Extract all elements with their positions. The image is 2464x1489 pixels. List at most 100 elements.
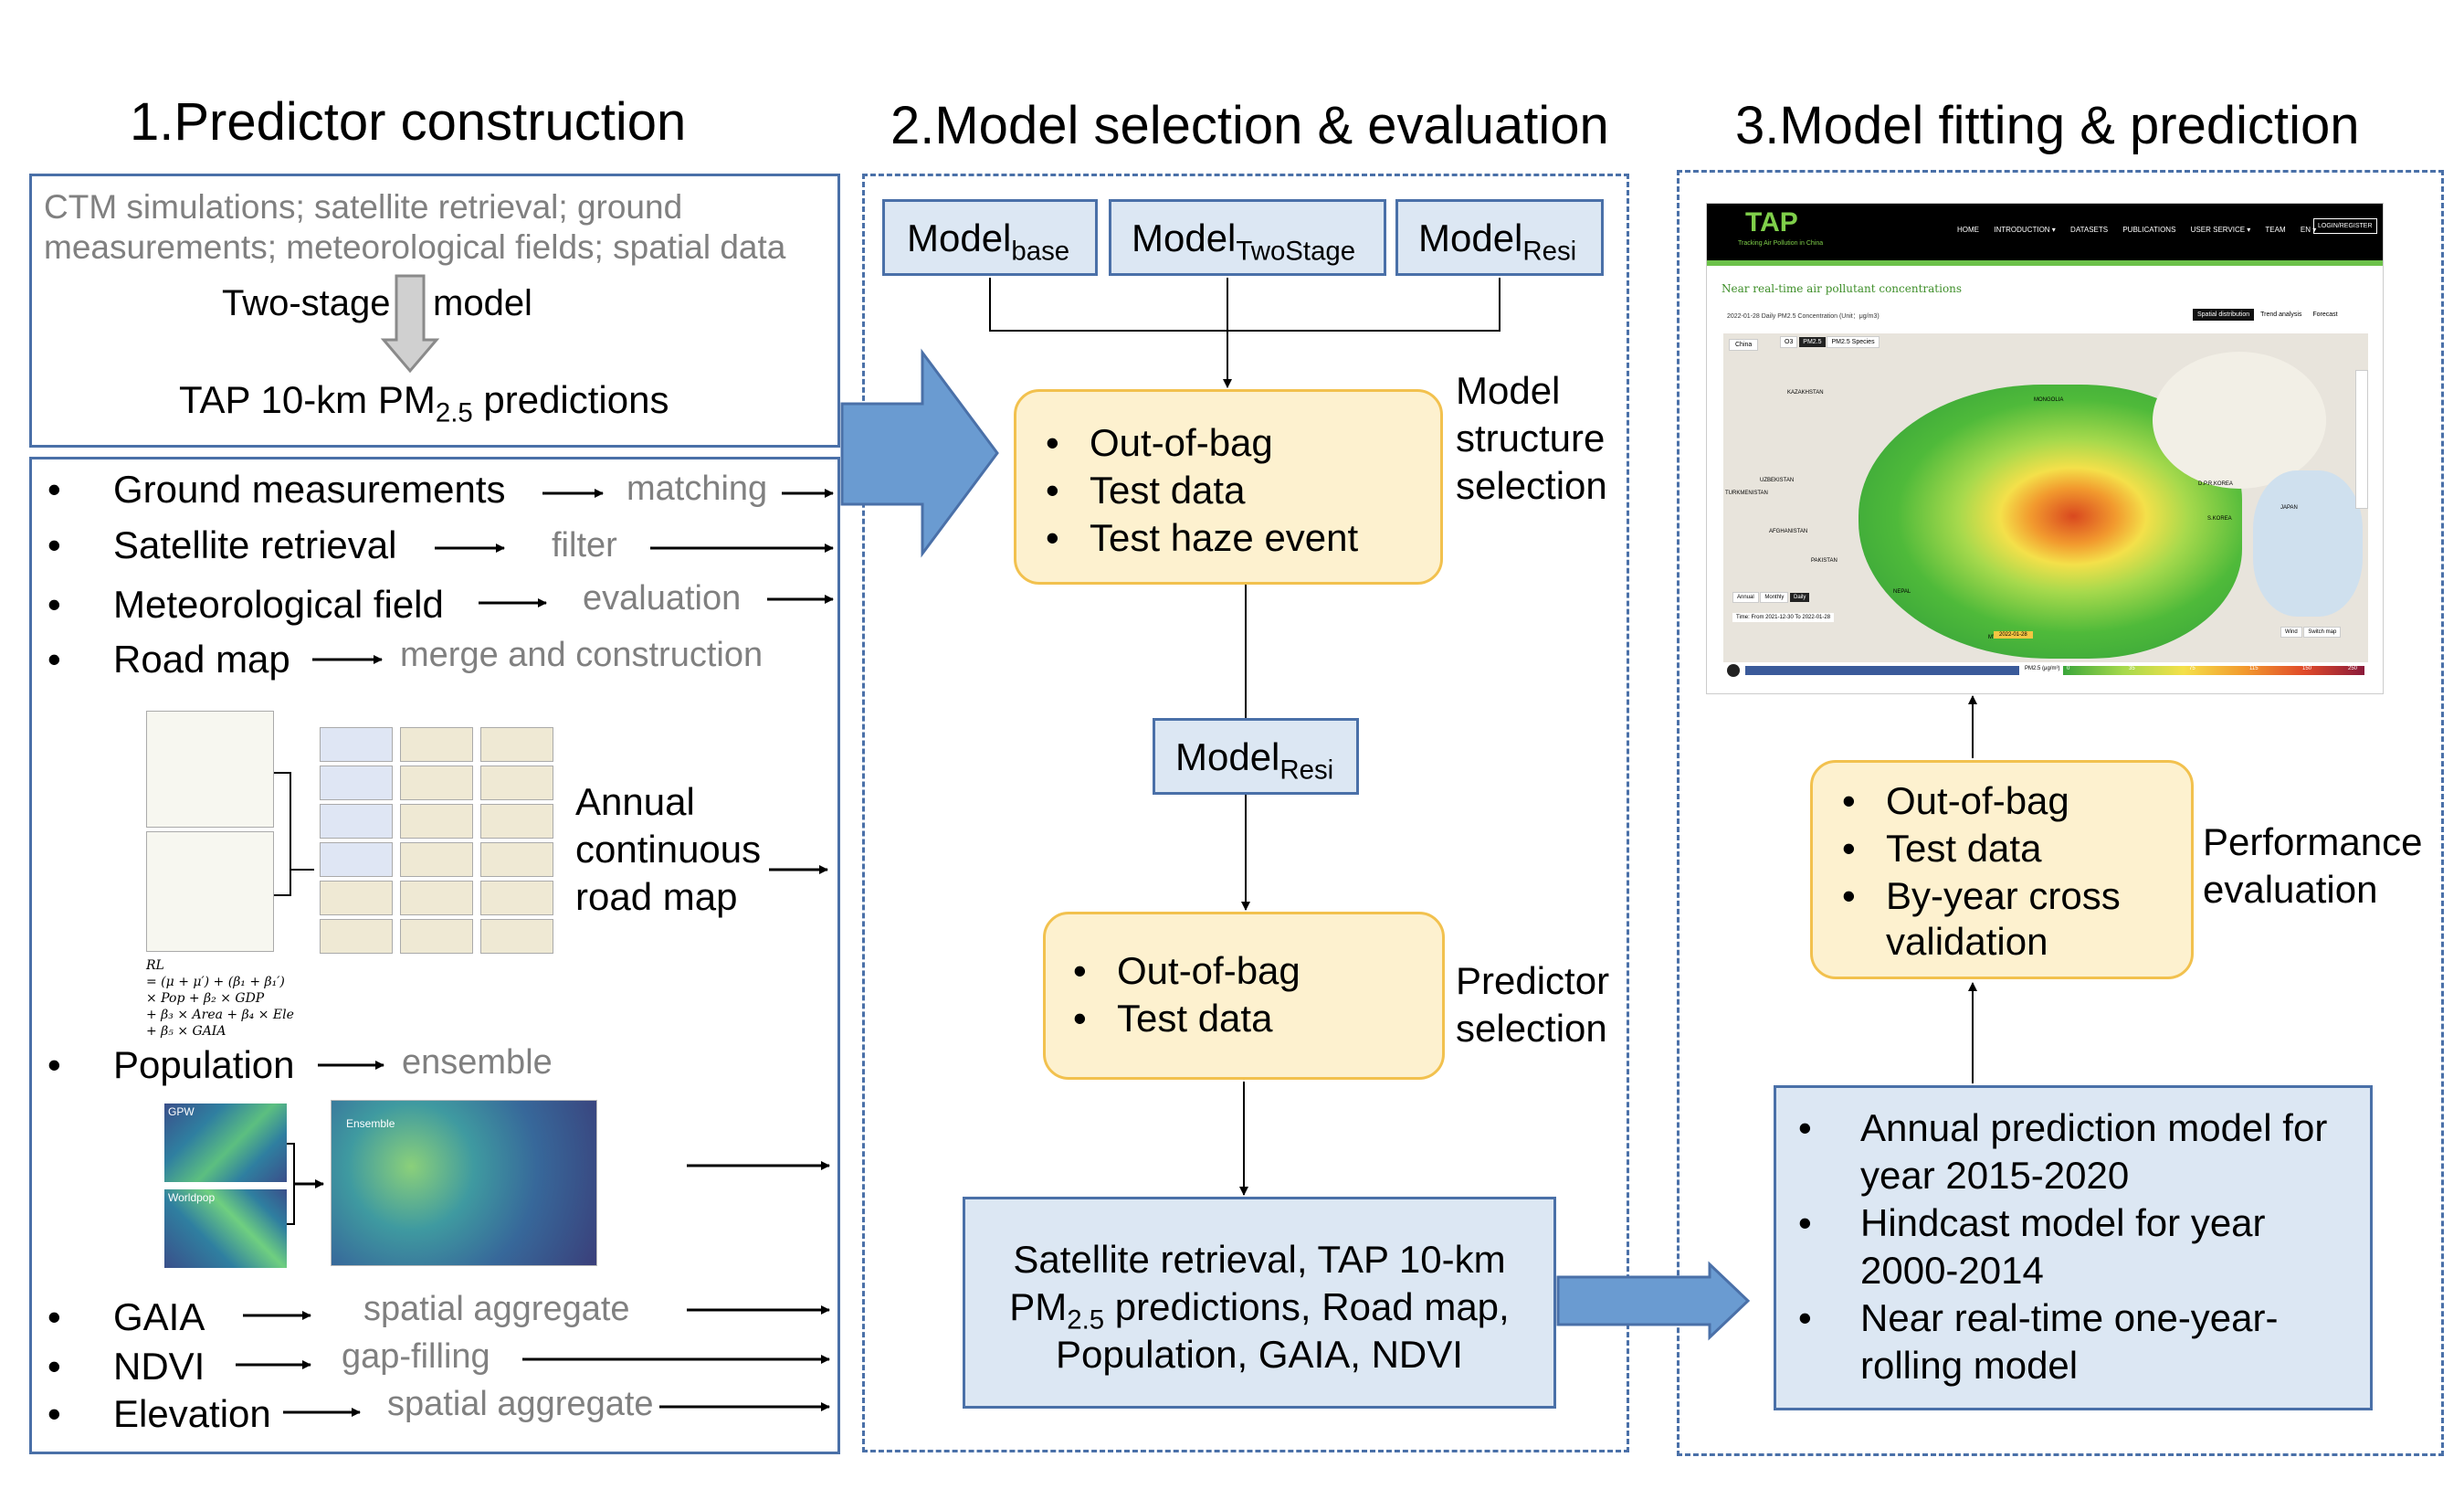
data-sources-line2: measurements; meteorological fields; spa… — [44, 228, 786, 266]
road-map-bracket — [274, 772, 314, 896]
place-label: NEPAL — [1893, 589, 1911, 595]
road-map-year-thumbnail — [480, 919, 553, 954]
tab-forecast[interactable]: Forecast — [2312, 312, 2338, 318]
road-map-year-thumbnail — [480, 766, 553, 800]
place-label: S.KOREA — [2207, 516, 2232, 522]
item-meteorological-field: Meteorological field — [113, 583, 444, 626]
color-legend — [2063, 666, 2364, 675]
model-structure-selection-label: Model structure selection — [1456, 369, 1607, 507]
pollutant-select: O3 PM2.5 PM2.5 Species — [1780, 336, 1880, 348]
zoom-slider[interactable] — [2355, 370, 2368, 509]
bullet: • — [47, 1345, 61, 1388]
road-map-thumbnail-b — [146, 831, 274, 952]
place-label: AFGHANISTAN — [1769, 529, 1808, 534]
list-item: By-year cross — [1824, 872, 2121, 920]
road-map-year-thumbnail — [400, 881, 473, 915]
item-elevation: Elevation — [113, 1392, 271, 1435]
performance-evaluation-label: Performance evaluation — [2203, 820, 2423, 911]
region-select[interactable]: China — [1729, 339, 1759, 351]
item-ndvi: NDVI — [113, 1345, 205, 1388]
heading-model-selection: 2.Model selection & evaluation — [890, 96, 1609, 155]
list-item: Test data — [1027, 467, 1358, 514]
road-map-thumbnail-a — [146, 711, 274, 828]
item-ground-measurements: Ground measurements — [113, 468, 506, 511]
road-map-year-thumbnail — [480, 842, 553, 877]
section-title: Near real-time air pollutant concentrati… — [1722, 282, 1963, 295]
nav-item[interactable]: USER SERVICE ▾ — [2190, 226, 2251, 234]
population-gpw-map: GPW — [164, 1104, 287, 1182]
road-map-year-thumbnail — [320, 766, 393, 800]
sea-area — [2253, 470, 2363, 617]
structure-evaluation-box: Out-of-bag Test data Test haze event — [1014, 389, 1443, 585]
item-population: Population — [113, 1043, 295, 1086]
road-map-year-thumbnail — [320, 842, 393, 877]
nav-item[interactable]: INTRODUCTION ▾ — [1994, 226, 2056, 234]
nav-item[interactable]: DATASETS — [2070, 226, 2109, 234]
site-nav: HOME INTRODUCTION ▾ DATASETS PUBLICATION… — [1957, 226, 2316, 234]
predictor-evaluation-box: Out-of-bag Test data — [1043, 912, 1445, 1080]
pm25-map[interactable]: China O3 PM2.5 PM2.5 Species KAZAKHSTAN … — [1723, 333, 2368, 681]
tab-trend-analysis[interactable]: Trend analysis — [2260, 312, 2302, 318]
tab-spatial-distribution[interactable]: Spatial distribution — [2193, 309, 2255, 321]
item-road-map: Road map — [113, 638, 290, 681]
road-map-formula: RL = (μ + μ′) + (β₁ + β₁′) × Pop + β₂ × … — [146, 958, 294, 1039]
model-resi-selected-box: ModelResi — [1153, 718, 1359, 795]
place-label: D.P.R.KOREA — [2198, 481, 2233, 487]
nav-item[interactable]: PUBLICATIONS — [2122, 226, 2176, 234]
place-label: MONGOLIA — [2034, 397, 2064, 403]
process-spatial-aggregate: spatial aggregate — [363, 1290, 630, 1328]
heading-predictor-construction: 1.Predictor construction — [130, 92, 687, 152]
road-map-year-thumbnail — [320, 727, 393, 762]
road-map-year-thumbnail — [400, 842, 473, 877]
list-item: Out-of-bag — [1055, 947, 1300, 995]
road-map-year-thumbnail — [400, 766, 473, 800]
neighbor-land — [2153, 352, 2326, 489]
place-label: UZBEKISTAN — [1760, 478, 1795, 483]
arrow-to-final-models — [1556, 1261, 1751, 1341]
timeline-bar: PM2.5 (μg/m³) 0 35 75 115 150 250 — [1723, 662, 2368, 681]
bullet: • — [47, 638, 61, 681]
model-selection-panel — [862, 174, 1629, 1452]
road-map-year-thumbnail — [480, 881, 553, 915]
period-tabs: Annual Monthly Daily — [1732, 592, 1810, 603]
bullet: • — [47, 1392, 61, 1435]
road-map-year-thumbnail — [480, 727, 553, 762]
process-merge-construction: merge and construction — [400, 636, 763, 674]
nav-item[interactable]: TEAM — [2265, 226, 2286, 234]
predictor-summary-box — [29, 174, 840, 448]
two-stage-label: Two-stage — [222, 283, 391, 323]
legend-ticks: 0 35 75 115 150 250 — [2067, 666, 2358, 671]
item-satellite-retrieval: Satellite retrieval — [113, 523, 397, 566]
place-label: JAPAN — [2280, 505, 2298, 511]
process-evaluation: evaluation — [583, 579, 742, 618]
process-filter: filter — [552, 526, 617, 565]
predictor-selection-label: Predictor selection — [1456, 959, 1610, 1050]
site-header: TAP Tracking Air Pollution in China HOME… — [1707, 204, 2383, 260]
road-map-year-thumbnail — [480, 804, 553, 839]
model-fitting-panel — [1677, 170, 2444, 1456]
annual-road-map-grid — [320, 727, 559, 954]
nav-item[interactable]: EN ▾ — [2300, 226, 2317, 234]
timeline-track[interactable] — [1745, 666, 2019, 675]
bullet: • — [47, 1295, 61, 1338]
login-button[interactable]: LOGIN/REGISTER — [2313, 218, 2377, 234]
list-item: Test data — [1824, 825, 2121, 872]
process-spatial-aggregate-elevation: spatial aggregate — [387, 1385, 654, 1423]
road-map-year-thumbnail — [400, 727, 473, 762]
place-label: PAKISTAN — [1811, 558, 1837, 564]
road-map-year-thumbnail — [400, 919, 473, 954]
list-item: Test haze event — [1027, 514, 1358, 562]
map-buttons: Wind Switch map — [2280, 627, 2342, 638]
bullet: • — [47, 468, 61, 511]
list-item: Out-of-bag — [1027, 419, 1358, 467]
predictor-list-box — [29, 457, 840, 1454]
annual-road-map-label: Annual continuous road map — [575, 780, 762, 918]
play-icon[interactable] — [1727, 664, 1740, 677]
list-item: Out-of-bag — [1824, 777, 2121, 825]
header-accent-bar — [1707, 260, 2383, 266]
nav-item[interactable]: HOME — [1957, 226, 1979, 234]
tap-predictions-label: TAP 10-km PM2.5 predictions — [179, 378, 669, 428]
site-logo: TAP — [1745, 207, 1798, 238]
final-models-box: •Annual prediction model for year 2015-2… — [1774, 1085, 2373, 1410]
